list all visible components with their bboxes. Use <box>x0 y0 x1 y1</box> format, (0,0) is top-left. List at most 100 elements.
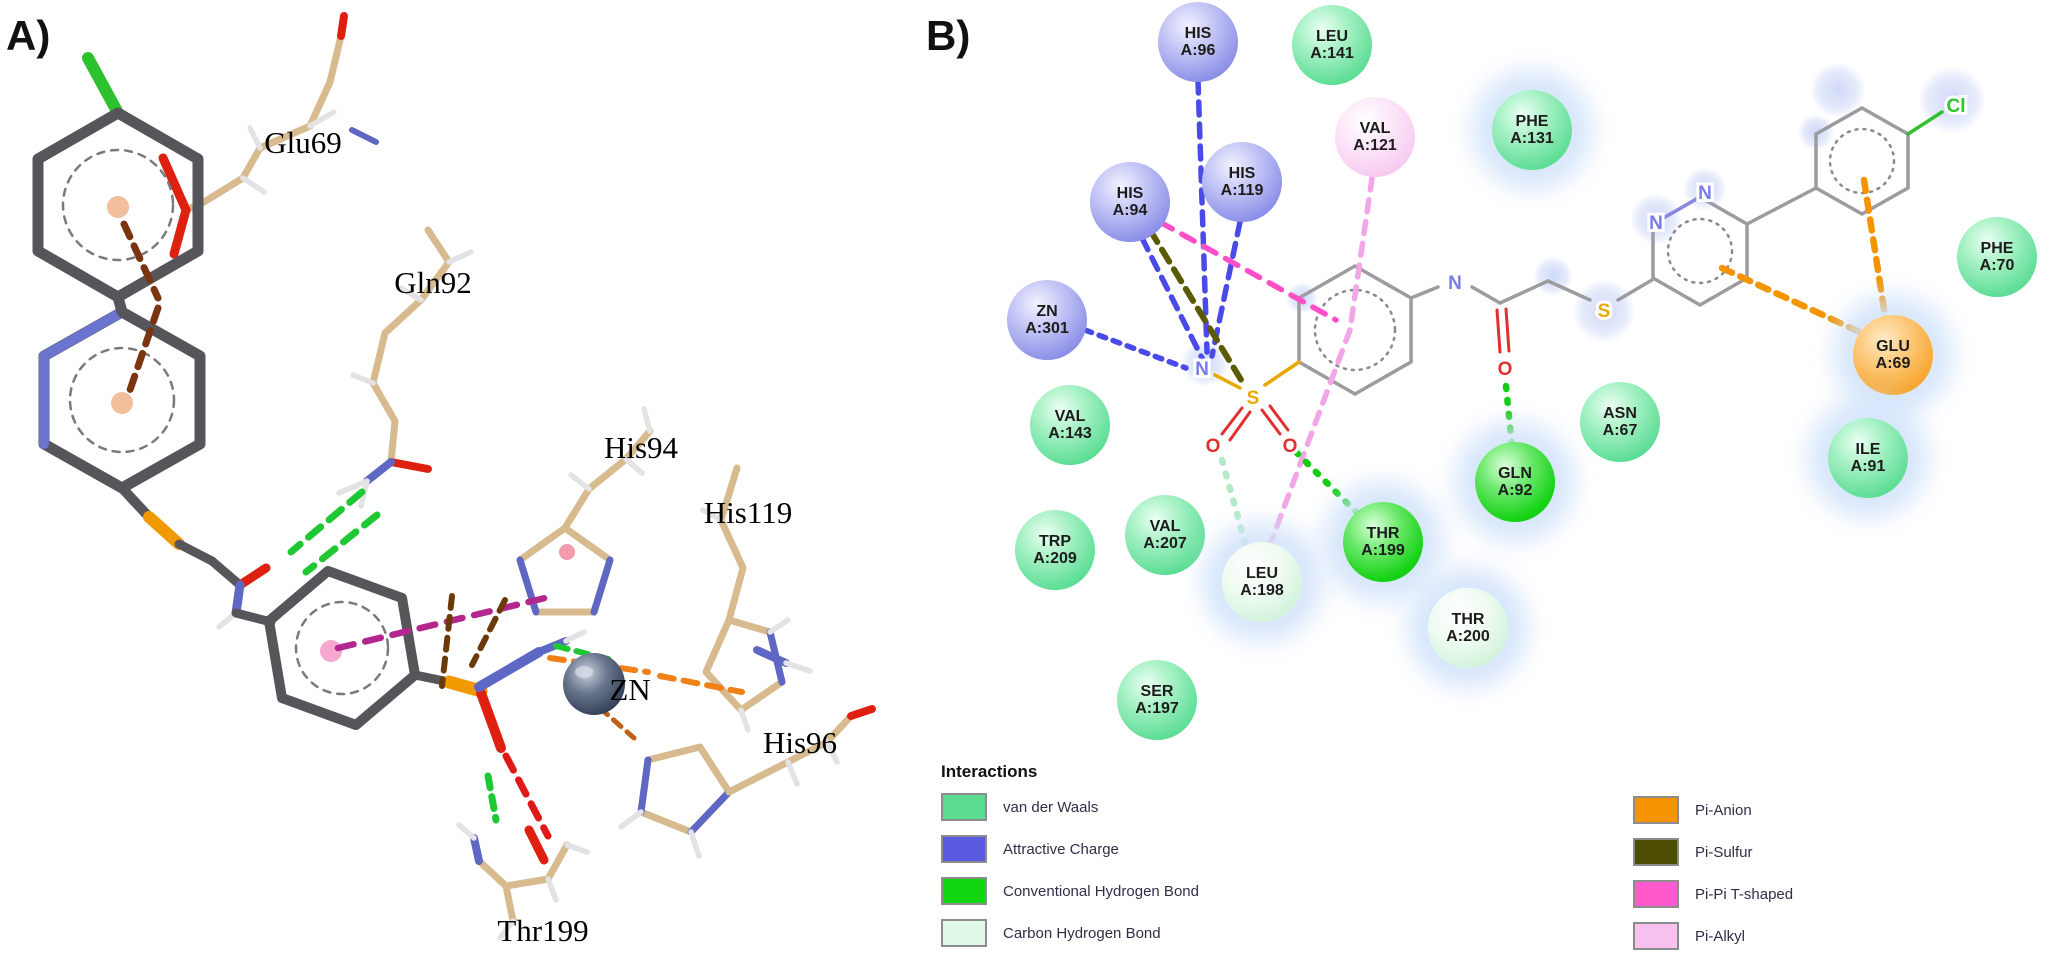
legend-color-swatch <box>1633 922 1679 950</box>
residue-label-his119: His119 <box>704 495 792 530</box>
interaction-line-attractive <box>1139 235 1206 363</box>
legend-row: Pi-Sulfur <box>1633 837 1793 867</box>
residue-chain-number: A:91 <box>1850 458 1886 475</box>
residue-sticks-his94 <box>516 406 654 616</box>
legend-color-swatch <box>941 919 987 947</box>
interaction-line-pialkyl <box>1267 327 1353 548</box>
residue-chain-number: A:69 <box>1875 355 1911 372</box>
legend-item-label: Carbon Hydrogen Bond <box>1003 924 1161 942</box>
residue-label-glu69: Glu69 <box>264 125 342 160</box>
atom-label-s: S <box>1247 388 1260 409</box>
residue-chain-number: A:121 <box>1353 137 1397 154</box>
atom-label-cl: Cl <box>1947 96 1966 117</box>
interaction-line-attractive <box>1209 219 1243 359</box>
residue-sticks-his96 <box>618 646 876 859</box>
residue-name: VAL <box>1149 518 1181 535</box>
legend-row: van der Waals <box>941 792 1199 822</box>
legend-row: Pi-Anion <box>1633 795 1793 825</box>
legend-item-label: Pi-Sulfur <box>1695 843 1753 861</box>
residue-chain-number: A:67 <box>1602 422 1638 439</box>
residue-name: THR <box>1451 611 1485 628</box>
legend-item-label: van der Waals <box>1003 798 1099 816</box>
residue-name: PHE <box>1515 113 1549 130</box>
legend-color-swatch <box>941 793 987 821</box>
panel-b-letter: B) <box>926 12 971 59</box>
residue-sticks-his119 <box>700 464 791 733</box>
residue-chain-number: A:70 <box>1979 257 2015 274</box>
residue-name: HIS <box>1116 185 1144 202</box>
residue-chain-number: A:94 <box>1112 202 1148 219</box>
residue-label-his96: His96 <box>763 725 837 760</box>
residue-name: ILE <box>1855 441 1881 458</box>
residue-chain-number: A:198 <box>1240 582 1284 599</box>
interaction-line-conventional <box>1292 448 1364 520</box>
legend-item-label: Pi-Pi T-shaped <box>1695 885 1794 903</box>
legend-item-label: Conventional Hydrogen Bond <box>1003 882 1199 900</box>
atom-label-n: N <box>1195 359 1209 380</box>
legend-color-swatch <box>941 835 987 863</box>
interaction-line-pianion <box>1860 176 1890 326</box>
residue-label-his94: His94 <box>604 430 679 465</box>
legend-color-swatch <box>1633 880 1679 908</box>
legend-item-label: Pi-Anion <box>1695 801 1752 819</box>
residue-label-zn: ZN <box>609 672 650 707</box>
residue-chain-number: A:92 <box>1497 482 1533 499</box>
residue-label-thr199: Thr199 <box>497 913 588 948</box>
residue-chain-number: A:209 <box>1033 550 1077 567</box>
atom-label-n: N <box>1448 273 1462 294</box>
legend-row: Pi-Pi T-shaped <box>1633 879 1793 909</box>
residue-name: PHE <box>1980 240 2014 257</box>
residue-name: VAL <box>1054 408 1086 425</box>
atom-label-n: N <box>1698 183 1712 204</box>
residue-chain-number: A:96 <box>1180 42 1216 59</box>
legend-color-swatch <box>1633 796 1679 824</box>
atom-label-o: O <box>1498 359 1513 380</box>
atom-label-n: N <box>1649 213 1663 234</box>
residue-name: LEU <box>1316 28 1348 45</box>
residue-chain-number: A:141 <box>1310 45 1354 62</box>
legend-color-swatch <box>1633 838 1679 866</box>
residue-sticks-glu69 <box>158 12 379 259</box>
legend-title: Interactions <box>941 762 1038 781</box>
residue-label-gln92: Gln92 <box>394 265 472 300</box>
residue-name: HIS <box>1228 165 1256 182</box>
interaction-line-pipits <box>1157 219 1339 323</box>
interaction-dashes-3d <box>120 220 745 840</box>
residue-chain-number: A:199 <box>1361 542 1405 559</box>
legend-item-label: Pi-Alkyl <box>1695 927 1746 945</box>
zinc-sphere <box>563 653 625 715</box>
residue-chain-number: A:207 <box>1143 535 1187 552</box>
residue-chain-number: A:197 <box>1135 700 1179 717</box>
legend-row: Attractive Charge <box>941 834 1199 864</box>
residue-chain-number: A:119 <box>1220 182 1264 199</box>
residue-chain-number: A:143 <box>1048 425 1092 442</box>
panel-a-letter: A) <box>6 12 51 59</box>
ligand-2d-skeleton <box>1213 105 1944 442</box>
residue-name: GLN <box>1498 465 1532 482</box>
legend-item-label: Attractive Charge <box>1003 840 1119 858</box>
legend-row: Conventional Hydrogen Bond <box>941 876 1199 906</box>
residue-name: GLU <box>1876 338 1910 355</box>
ligand-halos <box>1181 62 1986 387</box>
interaction-line-pisulfur <box>1147 227 1246 386</box>
